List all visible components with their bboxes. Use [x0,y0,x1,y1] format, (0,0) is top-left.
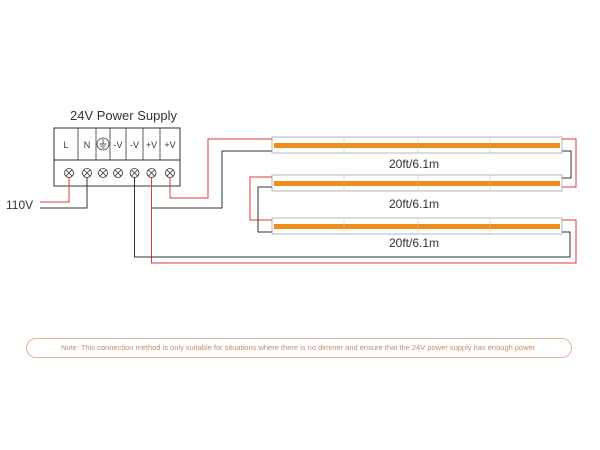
pos-wire-strip1 [169,138,272,199]
link-pos-1-2 [562,138,577,188]
return-pos-wire [151,177,577,264]
note-box: Note: This connection method is only sui… [26,338,572,358]
terminal-label-l: L [63,140,68,150]
input-wires [40,177,88,209]
input-voltage-label: 110V [6,198,34,212]
link-pos-2-3 [249,176,272,221]
strip-3-length-label: 20ft/6.1m [389,236,440,250]
earth-ground-icon [96,137,110,151]
terminal-label-neg-v-1: -V [114,140,123,150]
strip-1-length-label: 20ft/6.1m [389,157,440,171]
power-supply-unit: L N -V -V +V +V [53,127,181,187]
led-strip-1 [271,136,563,154]
led-strip-2 [271,174,563,192]
link-neg-2-3 [257,186,272,233]
line-wire [40,177,70,203]
neutral-wire [40,177,88,209]
terminal-label-n: N [84,140,91,150]
terminal-label-pos-v-2: +V [164,140,175,150]
power-supply-title: 24V Power Supply [70,108,177,123]
return-neg-wire [134,177,571,258]
led-strip-3 [271,217,563,235]
output-wires [134,138,577,264]
note-text: Note: This connection method is only sui… [61,343,537,352]
terminal-label-neg-v-2: -V [130,140,139,150]
strip-2-length-label: 20ft/6.1m [389,197,440,211]
link-neg-1-2 [562,150,572,179]
terminal-label-pos-v-1: +V [146,140,157,150]
